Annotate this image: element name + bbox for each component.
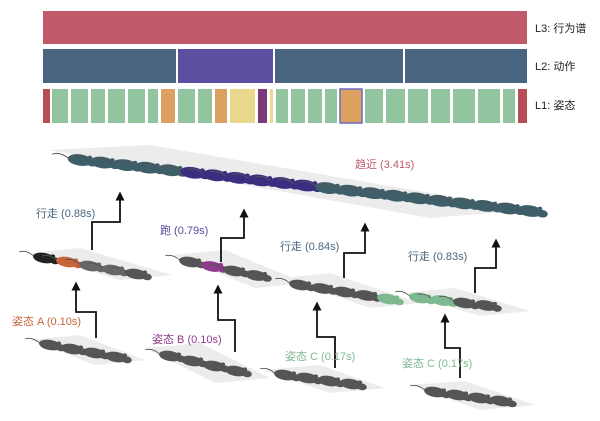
posture-label-1: 姿态 A (0.10s) [12, 315, 81, 328]
behavior-label: 趋近 (3.41s) [355, 158, 414, 171]
action-mice [19, 250, 502, 312]
action-label-1: 行走 (0.88s) [36, 207, 95, 220]
posture-label-3: 姿态 C (0.17s) [285, 350, 355, 363]
arrow-action-behavior-1 [91, 191, 125, 250]
l2-label: L2: 动作 [535, 60, 575, 73]
l3-behavior-bar [43, 11, 527, 44]
arrow-action-behavior-2 [220, 208, 249, 262]
action-label-4: 行走 (0.83s) [408, 250, 467, 263]
l1-posture-bar [43, 88, 527, 124]
arrow-posture-action-4 [440, 313, 461, 378]
arrow-action-behavior-4 [474, 238, 501, 293]
arrow-posture-action-1 [71, 281, 97, 338]
arrow-posture-action-3 [312, 301, 336, 368]
behavior-mice [51, 152, 548, 218]
action-label-2: 跑 (0.79s) [160, 223, 208, 237]
arrow-posture-action-2 [213, 284, 236, 352]
posture-label-2: 姿态 B (0.10s) [152, 333, 222, 346]
posture-label-4: 姿态 C (0.17s) [402, 357, 472, 370]
l3-label: L3: 行为谱 [535, 21, 586, 35]
posture-mice [25, 337, 517, 408]
action-label-3: 行走 (0.84s) [280, 240, 339, 253]
l1-label: L1: 姿态 [535, 99, 575, 112]
l2-action-bar [43, 49, 527, 83]
arrow-action-behavior-3 [343, 222, 370, 278]
